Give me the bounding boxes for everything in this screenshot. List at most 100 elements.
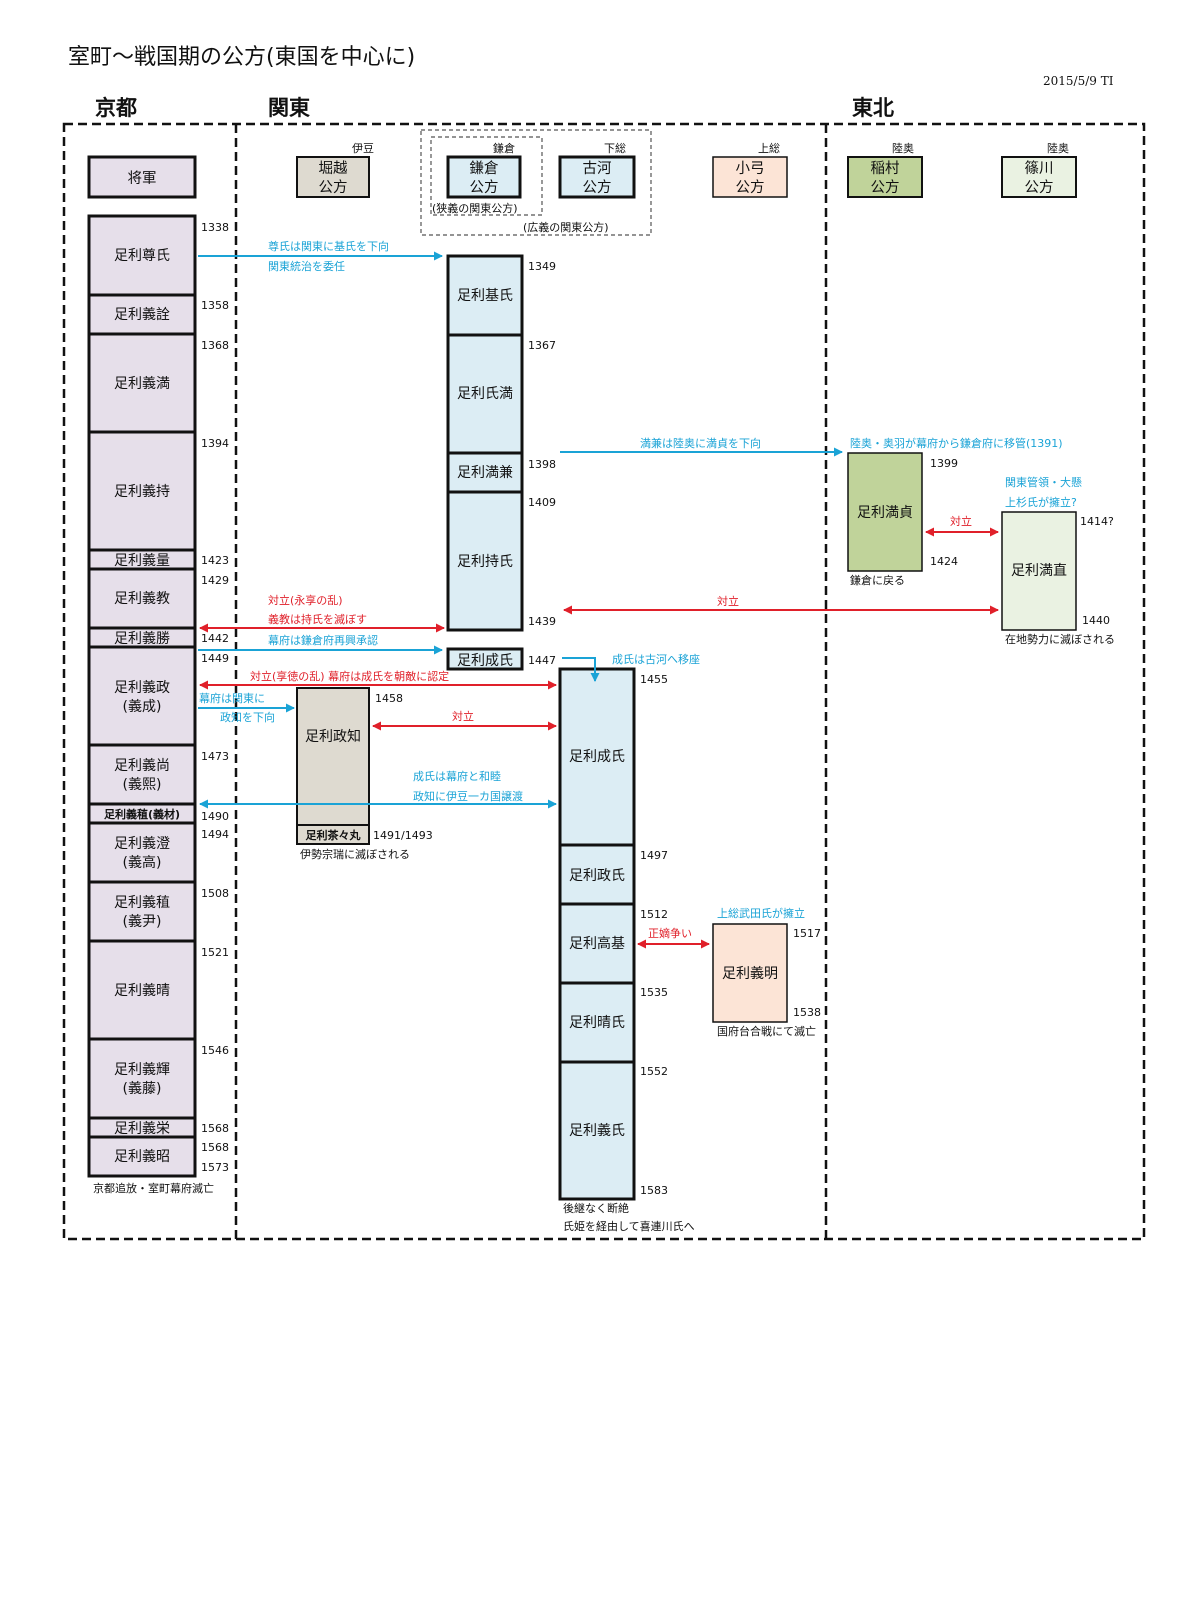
koga-kubo-name: 足利高基 xyxy=(569,935,625,952)
sasagawa-kubo-box xyxy=(1001,511,1077,631)
shogun-end-note: 京都追放・室町幕府滅亡 xyxy=(93,1181,214,1195)
shogun-name: 足利義稙 xyxy=(114,894,170,911)
shogun-name: 足利義尚 xyxy=(114,757,170,774)
shogun-box xyxy=(87,567,197,630)
arrow-move-to-koga xyxy=(562,657,600,682)
kamakura-kubo-end-year: 1439 xyxy=(528,615,556,628)
koga-kubo-year: 1455 xyxy=(640,673,668,686)
kamakura-kubo-year: 1447 xyxy=(528,654,556,667)
kamakura-kubo-name: 足利氏満 xyxy=(457,386,513,402)
broad-kanto-kubo-box xyxy=(420,129,652,236)
kamakura-kubo-year: 1367 xyxy=(528,339,556,352)
koga-kubo-box xyxy=(558,843,636,906)
date-label: 2015/5/9 TI xyxy=(1043,74,1114,88)
kamakura-kubo-name: 足利満兼 xyxy=(457,465,513,481)
shogun-year: 1568 xyxy=(201,1141,229,1154)
oyumi-kubo-end-year: 1538 xyxy=(793,1006,821,1019)
shogun-year: 1358 xyxy=(201,299,229,312)
koga-kubo-year: 1552 xyxy=(640,1065,668,1078)
horigoe-kubo-name: 足利政知 xyxy=(305,728,361,745)
shogun-box xyxy=(87,214,197,297)
oyumi-header xyxy=(712,156,788,198)
horigoe-header xyxy=(296,156,370,198)
annotation-text: 対立(享徳の乱) 幕府は成氏を朝敵に認定 xyxy=(250,669,449,683)
annotation-text: 幕府は関東に xyxy=(199,691,265,705)
shogun-name: 足利義勝 xyxy=(114,630,170,647)
annotation-text: 政知に伊豆一カ国譲渡 xyxy=(413,789,523,803)
shogun-name: 足利義量 xyxy=(114,552,170,569)
inamura-loc: 陸奥 xyxy=(892,141,914,155)
annotation-text: 対立 xyxy=(717,594,739,608)
shogun-header xyxy=(87,155,197,199)
shogun-year: 1338 xyxy=(201,221,229,234)
page-title: 室町～戦国期の公方(東国を中心に) xyxy=(68,45,415,70)
region-frame xyxy=(62,122,1146,1241)
annotation-text: 正嫡争い xyxy=(648,926,692,940)
shogun-year: 1368 xyxy=(201,339,229,352)
kamakura-header xyxy=(446,155,522,199)
kamakura-kubo-year: 1398 xyxy=(528,458,556,471)
oyumi-end-note: 国府台合戦にて滅亡 xyxy=(717,1024,816,1038)
koga-end-note: 後継なく断絶 xyxy=(563,1201,629,1215)
shogun-alt-name: (義熙) xyxy=(123,776,162,793)
inamura-header-line2: 公方 xyxy=(871,179,900,196)
kamakura-column: 足利基氏 1349 足利氏満 1367 足利満兼 1398 足利持氏 1409 … xyxy=(446,254,556,671)
oyumi-kubo-box xyxy=(712,923,788,1023)
koga-kubo-year: 1512 xyxy=(640,908,668,921)
kamakura-kubo-name: 足利基氏 xyxy=(457,287,513,304)
koga-kubo-year: 1497 xyxy=(640,849,668,862)
oyumi-column: 上総武田氏が擁立 足利義明 1517 1538 国府台合戦にて滅亡 xyxy=(712,906,821,1038)
shogun-box xyxy=(87,880,197,943)
horigoe-loc: 伊豆 xyxy=(352,142,374,155)
kamakura-kubo-year: 1349 xyxy=(528,260,556,273)
shogun-box xyxy=(87,1037,197,1120)
sasagawa-header xyxy=(1001,156,1077,198)
koga-kubo-box xyxy=(558,667,636,847)
koga-loc: 下総 xyxy=(604,141,626,155)
shogun-box xyxy=(87,821,197,884)
annotation-text: 陸奥・奥羽が幕府から鎌倉府に移管(1391) xyxy=(850,436,1063,450)
oyumi-kubo-year: 1517 xyxy=(793,927,821,940)
oyumi-header-line2: 公方 xyxy=(736,179,765,196)
horigoe-header-line1: 堀越 xyxy=(319,160,348,177)
koga-kubo-name: 足利成氏 xyxy=(569,749,625,765)
kamakura-header-line1: 鎌倉 xyxy=(470,160,499,177)
annotation-text: 成氏は幕府と和睦 xyxy=(413,769,501,783)
annotation-text: 関東統治を委任 xyxy=(268,259,345,273)
koga-kubo-year: 1535 xyxy=(640,986,668,999)
shogun-name: 足利義満 xyxy=(114,375,170,392)
oyumi-note: 上総武田氏が擁立 xyxy=(717,906,805,920)
inamura-kubo-end-year: 1424 xyxy=(930,555,958,568)
sasagawa-header-line2: 公方 xyxy=(1025,179,1054,196)
kamakura-kubo-year: 1409 xyxy=(528,496,556,509)
shogun-year: 1449 xyxy=(201,652,229,665)
shogun-box xyxy=(87,293,197,336)
shogun-name: 足利義晴 xyxy=(114,982,170,999)
shogun-box xyxy=(87,939,197,1041)
koga-column: 足利成氏 1455 足利政氏 1497 足利高基 1512 足利晴氏 1535 … xyxy=(558,667,695,1233)
region-tohoku: 東北 xyxy=(852,96,894,120)
koga-header xyxy=(558,155,636,199)
shogun-year: 1521 xyxy=(201,946,229,959)
annotation-text: 義教は持氏を滅ぼす xyxy=(268,612,367,626)
shogun-year: 1423 xyxy=(201,554,229,567)
region-kyoto: 京都 xyxy=(95,96,137,120)
sasagawa-column: 関東管領・大懸 上杉氏が擁立? 足利満直 1414? 1440 在地勢力に滅ぼさ… xyxy=(1001,475,1115,646)
shogun-year: 1429 xyxy=(201,574,229,587)
oyumi-kubo-name: 足利義明 xyxy=(722,965,778,982)
shogun-year: 1546 xyxy=(201,1044,229,1057)
annotation-text: 政知を下向 xyxy=(220,710,275,724)
koga-header-line1: 古河 xyxy=(583,160,612,177)
koga-kubo-box xyxy=(558,1060,636,1201)
sasagawa-header-line1: 篠川 xyxy=(1025,160,1054,177)
shogun-year: 1490 xyxy=(201,810,229,823)
inamura-end-note: 鎌倉に戻る xyxy=(850,573,905,587)
koga-kubo-name: 足利政氏 xyxy=(569,868,625,884)
inamura-kubo-box xyxy=(847,452,923,572)
horigoe-kubo-name: 足利茶々丸 xyxy=(306,828,362,842)
sasagawa-kubo-name: 足利満直 xyxy=(1011,562,1067,579)
narrow-kanto-kubo-box xyxy=(430,136,543,216)
inamura-column: 足利満貞 1399 1424 鎌倉に戻る xyxy=(847,452,958,587)
shogun-alt-name: (義高) xyxy=(123,854,162,871)
